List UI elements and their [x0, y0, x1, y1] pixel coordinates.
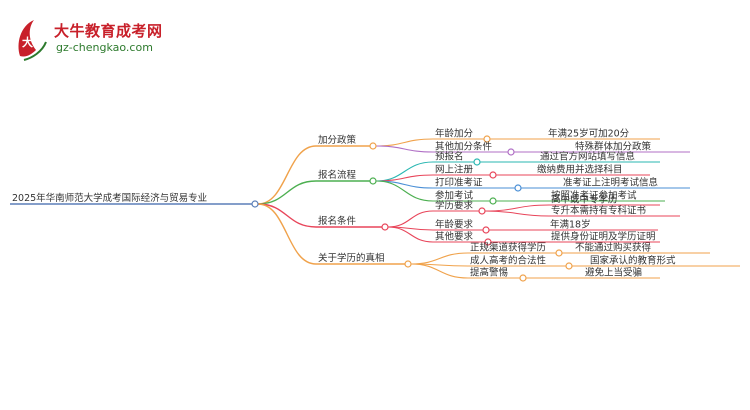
- root-connector-circle: [251, 200, 259, 208]
- branch-2-child-2-edge: [387, 226, 434, 243]
- branch-2-child-1-label: 年龄要求: [435, 219, 474, 231]
- branch-2-circle: [381, 223, 389, 231]
- site-logo[interactable]: 大牛 大牛教育成考网 gz-chengkao.com: [14, 16, 164, 62]
- branch-2-child-0-edge: [387, 210, 434, 228]
- branch-3-child-2-label: 提高警惕: [470, 267, 508, 279]
- mindmap-nodes: 2025年华南师范大学成考国际经济与贸易专业 加分政策 年龄加分 年满25岁可加20分…: [12, 128, 676, 282]
- branch-2-child-0-leaf-0-edge: [484, 204, 550, 212]
- branch-2-child-0-leaf-1-edge: [484, 210, 550, 217]
- branch-3-child-2-circle: [519, 274, 527, 282]
- branch-2-child-2-label: 其他要求: [435, 231, 474, 243]
- branch-3-child-2-edge: [410, 263, 469, 279]
- branch-1-child-1-label: 网上注册: [435, 164, 474, 176]
- branch-1-child-0-circle: [473, 158, 481, 166]
- branch-3-child-0-circle: [555, 249, 563, 257]
- branch-3-child-0-leaf-label: 不能通过购买获得: [575, 242, 652, 254]
- branch-3-circle: [404, 260, 412, 268]
- branch-0-child-0-circle: [483, 135, 491, 143]
- logo-mark-icon: 大牛: [18, 20, 47, 61]
- branch-1-child-1-leaf-label: 缴纳费用并选择科目: [537, 164, 623, 176]
- branch-2-child-1-leaf-label: 年满18岁: [550, 219, 591, 231]
- branch-0-child-1-edge: [375, 145, 434, 153]
- branch-2-child-0-label: 学历要求: [435, 200, 474, 212]
- branch-1-label: 报名流程: [318, 169, 357, 181]
- branch-1-child-3-label: 参加考试: [435, 190, 474, 202]
- logo-title: 大牛教育成考网: [54, 22, 163, 40]
- branch-1-child-0-leaf-label: 通过官方网站填写信息: [540, 151, 635, 163]
- branch-1-child-2-circle: [514, 184, 522, 192]
- logo-url: gz-chengkao.com: [56, 41, 153, 54]
- branch-1-child-3-leaf-label: 按照准考证参加考试: [551, 190, 637, 202]
- branch-1-child-2-label: 打印准考证: [435, 177, 483, 189]
- root-node-label: 2025年华南师范大学成考国际经济与贸易专业: [12, 192, 207, 204]
- branch-0-label: 加分政策: [318, 134, 357, 146]
- branch-1-child-2-leaf-label: 准考证上注明考试信息: [563, 177, 658, 189]
- branch-3-child-1-leaf-label: 国家承认的教育形式: [590, 255, 676, 267]
- mindmap-edges: [10, 138, 740, 279]
- branch-1-child-1-circle: [489, 171, 497, 179]
- branch-0-circle: [369, 142, 377, 150]
- branch-0-child-1-label: 其他加分条件: [435, 141, 493, 153]
- branch-3-child-0-label: 正规渠道获得学历: [470, 242, 546, 254]
- branch-0-child-0-label: 年龄加分: [435, 128, 474, 140]
- branch-1-child-0-label: 预报名: [435, 151, 464, 163]
- branch-3-label: 关于学历的真相: [318, 252, 385, 264]
- branch-2-child-2-circle: [484, 238, 492, 246]
- branch-0-edge: [257, 145, 317, 205]
- branch-0-child-1-leaf-label: 特殊群体加分政策: [575, 141, 652, 153]
- branch-2-child-0-leaf-0-label: 高中或中专学历: [551, 194, 618, 206]
- branch-3-child-1-label: 成人高考的合法性: [470, 255, 547, 267]
- branch-0-child-1-circle: [507, 148, 515, 156]
- branch-2-label: 报名条件: [318, 215, 357, 227]
- logo-mark-text: 大牛: [22, 35, 44, 49]
- branch-2-child-0-leaf-1-label: 专升本需持有专科证书: [551, 205, 647, 217]
- branch-0-child-0-edge: [375, 138, 434, 147]
- branch-3-child-2-leaf-label: 避免上当受骗: [585, 267, 642, 279]
- branch-3-child-1-circle: [565, 262, 573, 270]
- branch-1-child-3-circle: [489, 197, 497, 205]
- branch-2-edge: [257, 203, 317, 228]
- branch-1-circle: [369, 177, 377, 185]
- branch-1-child-3-edge: [375, 180, 434, 202]
- branch-0-child-0-leaf-label: 年满25岁可加20分: [548, 128, 630, 140]
- branch-2-child-1-circle: [482, 226, 490, 234]
- branch-3-child-0-edge: [410, 252, 469, 265]
- branch-3-edge: [257, 203, 317, 265]
- branch-1-edge: [257, 180, 317, 205]
- branch-2-child-0-circle: [478, 207, 486, 215]
- branch-2-child-2-leaf-label: 提供身份证明及学历证明: [551, 231, 656, 243]
